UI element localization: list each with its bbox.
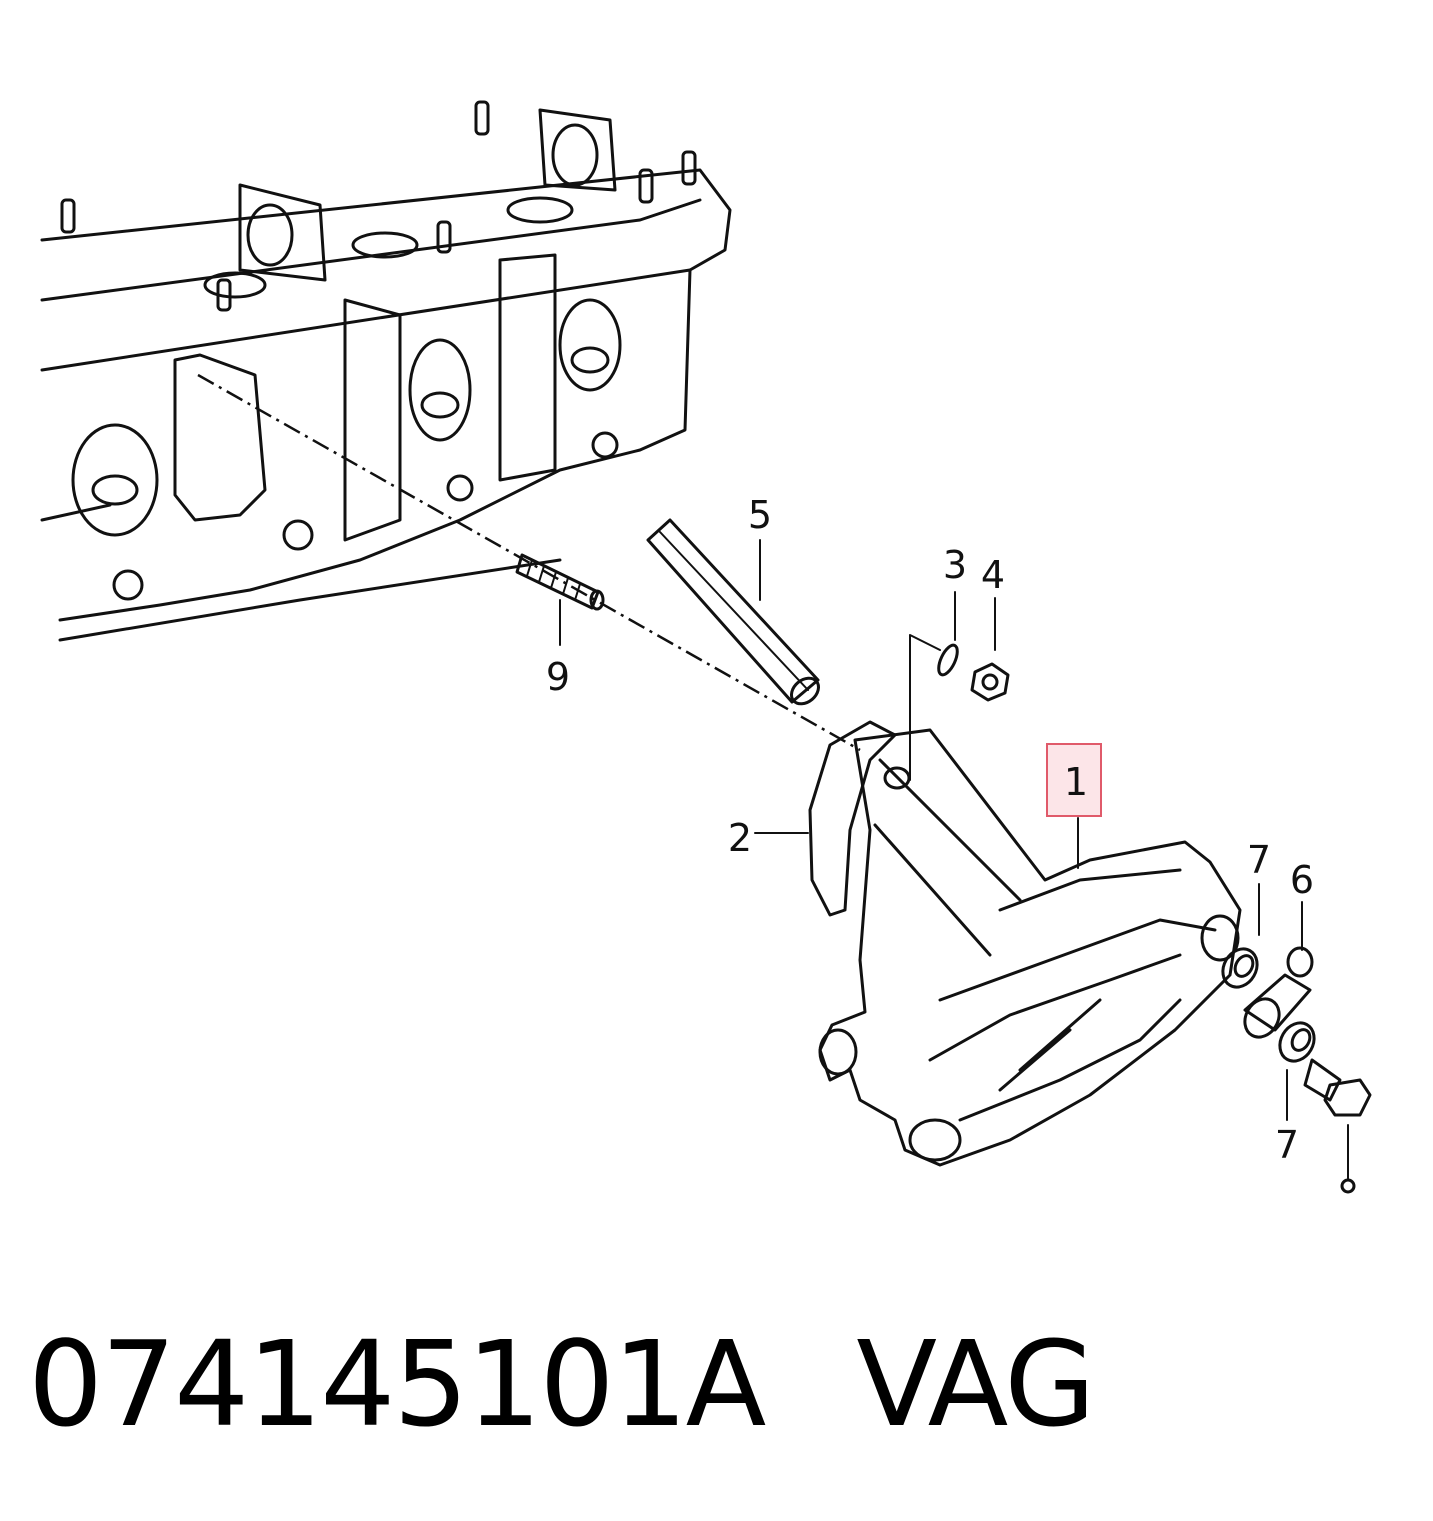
callout-9: 9: [545, 655, 571, 699]
leader-lines: [559, 539, 1349, 1181]
cylinder-head-drawing: [40, 100, 732, 642]
exploded-parts-diagram: [40, 100, 1372, 1194]
seal-ring-part-7-lower: [1278, 1021, 1316, 1063]
alignment-axis-vertical: [909, 634, 941, 781]
callout-1: 1: [1063, 760, 1089, 804]
nut-part-4: [970, 662, 1010, 702]
callout-3: 3: [942, 543, 968, 587]
banjo-bolt: [1303, 1058, 1372, 1194]
union-part-6: [1243, 946, 1314, 1039]
seal-ring-part-7-upper: [1221, 947, 1259, 989]
callout-7-lower: 7: [1274, 1123, 1300, 1167]
washer-part-3: [937, 643, 959, 677]
alignment-axis: [197, 373, 861, 752]
vacuum-pump-part-1: [818, 728, 1242, 1167]
brand-name: VAG: [856, 1315, 1095, 1453]
callout-6: 6: [1289, 858, 1315, 902]
callout-7-upper: 7: [1246, 838, 1272, 882]
drive-shaft-part-5: [646, 518, 820, 706]
stud-part-9: [515, 553, 605, 611]
part-number: 074145101A: [28, 1315, 766, 1453]
callout-4: 4: [980, 553, 1006, 597]
gasket-part-2: [808, 720, 897, 917]
callout-2: 2: [727, 816, 753, 860]
callout-1-highlight: [1046, 743, 1102, 817]
callout-5: 5: [747, 493, 773, 537]
